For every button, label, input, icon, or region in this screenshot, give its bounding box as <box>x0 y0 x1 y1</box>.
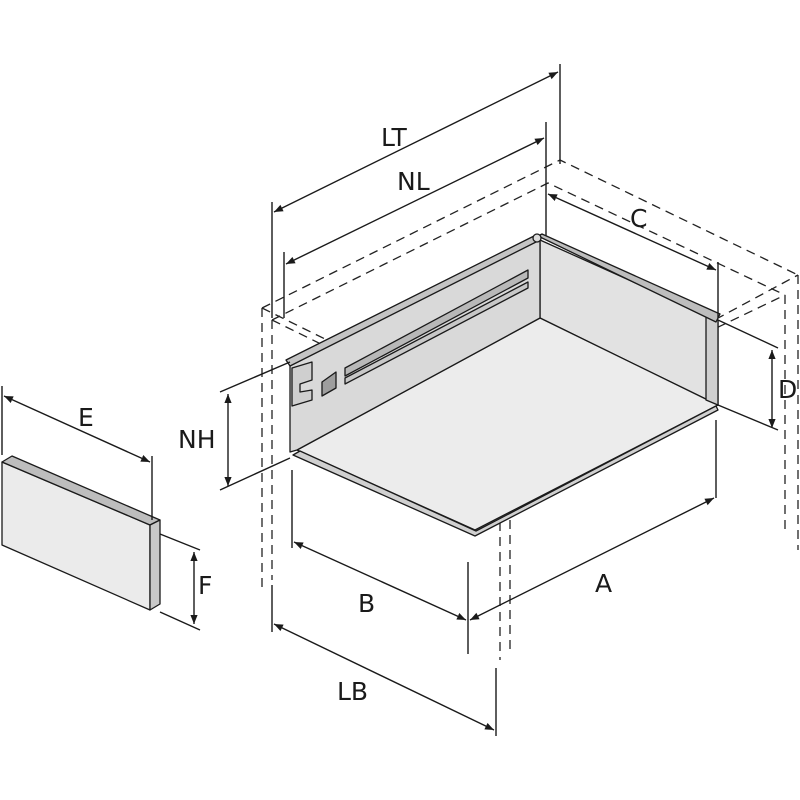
drawer-rail-cap <box>532 233 542 243</box>
drawer-right-side <box>705 314 719 406</box>
label-d: D <box>778 375 797 404</box>
front-panel <box>1 455 161 611</box>
dimensions <box>1 64 779 736</box>
label-lb: LB <box>337 677 368 706</box>
label-c: C <box>630 204 647 233</box>
label-f: F <box>198 571 212 600</box>
drawer-body <box>285 233 721 537</box>
label-b: B <box>358 589 375 618</box>
drawer-front-connector <box>291 361 337 407</box>
label-a: A <box>595 569 612 598</box>
drawer-side-slots <box>344 269 529 385</box>
label-nl: NL <box>397 167 430 196</box>
label-nh: NH <box>178 425 216 454</box>
label-lt: LT <box>381 123 407 152</box>
label-e: E <box>78 403 94 432</box>
